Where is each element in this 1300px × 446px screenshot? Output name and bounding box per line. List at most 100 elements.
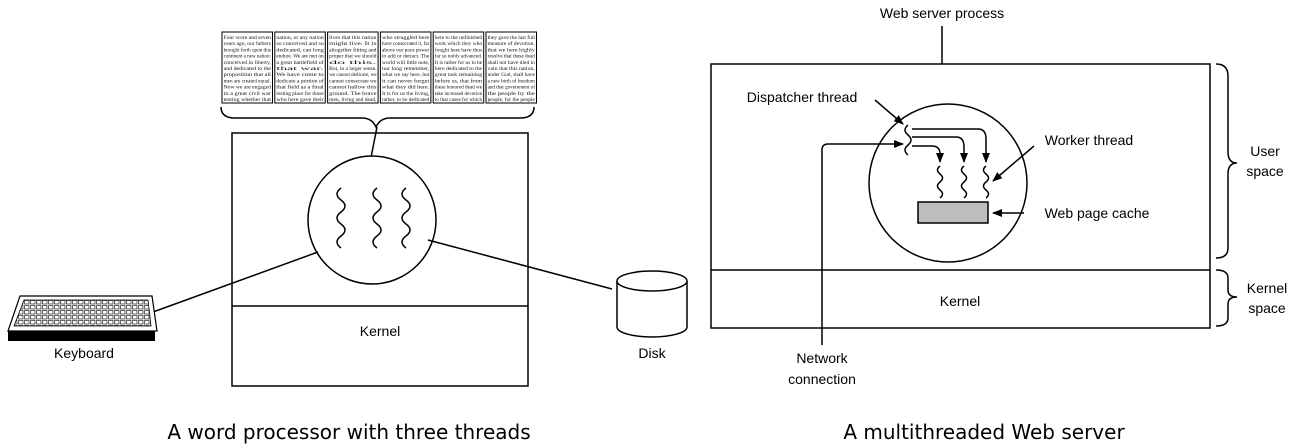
document-line: dedicate a portion of [276, 77, 324, 84]
document-line: nor long remember, [382, 66, 429, 72]
document-line: It is for us the living, [382, 90, 429, 97]
document-line: take increased devotion [435, 91, 483, 97]
document-line: who here gave their [276, 97, 324, 103]
document-line: rather, to be dedicated [382, 97, 430, 103]
document-line: altogether fitting and [329, 46, 377, 53]
document-line: we cannot dedicate, we [329, 72, 377, 78]
document-line: ground. The brave [329, 91, 377, 97]
dispatch-arrow-1 [912, 128, 990, 163]
document-line: Four score and seven [224, 35, 272, 41]
document-line: that we here highly [488, 47, 536, 53]
web-page-cache-label: Web page cache [1045, 205, 1150, 221]
thread-3 [401, 187, 411, 249]
document-brace [220, 106, 535, 129]
document-line: It is rather for us to be [435, 59, 483, 66]
web-page-cache-box [917, 201, 989, 224]
server-threads-circle [868, 103, 1028, 263]
thread-2 [372, 187, 382, 249]
document-line: vain that this nation, [488, 66, 535, 72]
document-line: the people by the [488, 91, 536, 97]
kernel-space-label-2: space [1248, 300, 1286, 316]
left-caption: A word processor with three threads [167, 420, 530, 444]
kernel-space-label-1: Kernel [1247, 280, 1287, 296]
worker-thread-3 [982, 165, 990, 199]
document-line: under God, shall have [488, 72, 536, 78]
left-kernel-label: Kernel [360, 323, 400, 339]
document-line: dedicated, can long [276, 47, 324, 53]
document-line: nation, or any nation [276, 35, 324, 41]
disk-icon [616, 270, 688, 338]
document-line: years ago, our fathers [224, 40, 271, 47]
document-line: a new birth of freedom [488, 77, 536, 84]
document-line: above our poor power [382, 47, 430, 53]
right-caption: A multithreaded Web server [843, 420, 1125, 444]
document-line: what they did here. [382, 85, 429, 91]
dispatch-arrow-3 [912, 145, 944, 163]
document-line: far so nobly advanced. [435, 53, 482, 60]
dispatcher-thread [904, 124, 912, 156]
document-line: a great battlefield of [276, 59, 324, 66]
document-line: cannot hallow this [329, 85, 376, 91]
document-line: men are created equal. [224, 78, 271, 84]
keyboard-connector [152, 251, 319, 313]
threads-circle [307, 155, 437, 285]
document-line: lives that this nation [329, 35, 377, 41]
document-line: fought here have thus [435, 46, 482, 53]
document-line: men, living and dead, [329, 97, 376, 103]
document-line: cannot consecrate we [329, 78, 377, 84]
dispatcher-thread-label: Dispatcher thread [747, 89, 858, 105]
document-line: might live. It is [329, 41, 376, 47]
dispatch-arrow-2 [912, 136, 968, 163]
document-line: conceived in liberty, [224, 60, 271, 66]
document-line: testing whether that [224, 97, 272, 103]
document-line: We have come to [276, 72, 324, 78]
document-line: these honored dead we [435, 85, 483, 91]
document-line: brought forth upon this [224, 46, 271, 53]
document-line: that war. [276, 66, 323, 72]
document-line: to that cause for which [435, 96, 483, 103]
document-line: have consecrated it, far [382, 40, 430, 47]
document-line: here dedicated to the [435, 66, 483, 72]
worker-thread-2 [960, 165, 968, 199]
network-label-line1: Network [796, 350, 848, 366]
document-line: work which they who [435, 41, 483, 47]
document-line: that field as a final [276, 84, 324, 91]
document-line: shall not have died in [488, 60, 536, 66]
document-line: and dedicated to the [224, 66, 272, 72]
user-space-label-2: space [1246, 163, 1284, 179]
worker-thread-label: Worker thread [1045, 132, 1133, 148]
document-line: endure. We are met on [276, 54, 324, 60]
disk-label: Disk [638, 345, 666, 361]
network-connection-line [821, 140, 904, 345]
document-line: proper that we should [329, 54, 377, 60]
document-line: resolve that these dead [488, 54, 536, 60]
web-server-process-label: Web server process [880, 5, 1004, 21]
kernel-space-brace [1215, 269, 1238, 327]
document-line: continent a new nation: [224, 54, 272, 60]
document-line: proposition that all [224, 72, 272, 78]
keyboard-icon [7, 295, 158, 341]
document-line: to add or detract. The [382, 54, 430, 60]
document-line: what we say here, but [382, 72, 430, 78]
document-line: people, for the people [488, 96, 536, 103]
document-line: do this. [329, 60, 376, 66]
document-line: before us, that from [435, 77, 483, 84]
disk-connector [427, 239, 613, 290]
dispatcher-pointer [874, 99, 904, 125]
document-line: Now we are engaged [224, 85, 272, 91]
document-line: resting place for those [276, 90, 324, 97]
document-line: measure of devotion, [488, 40, 535, 47]
document-line: and that government of [488, 84, 536, 91]
thread-1 [336, 187, 346, 249]
document-line: in a great civil war [224, 91, 272, 97]
document-line: so conceived and so [276, 41, 324, 47]
